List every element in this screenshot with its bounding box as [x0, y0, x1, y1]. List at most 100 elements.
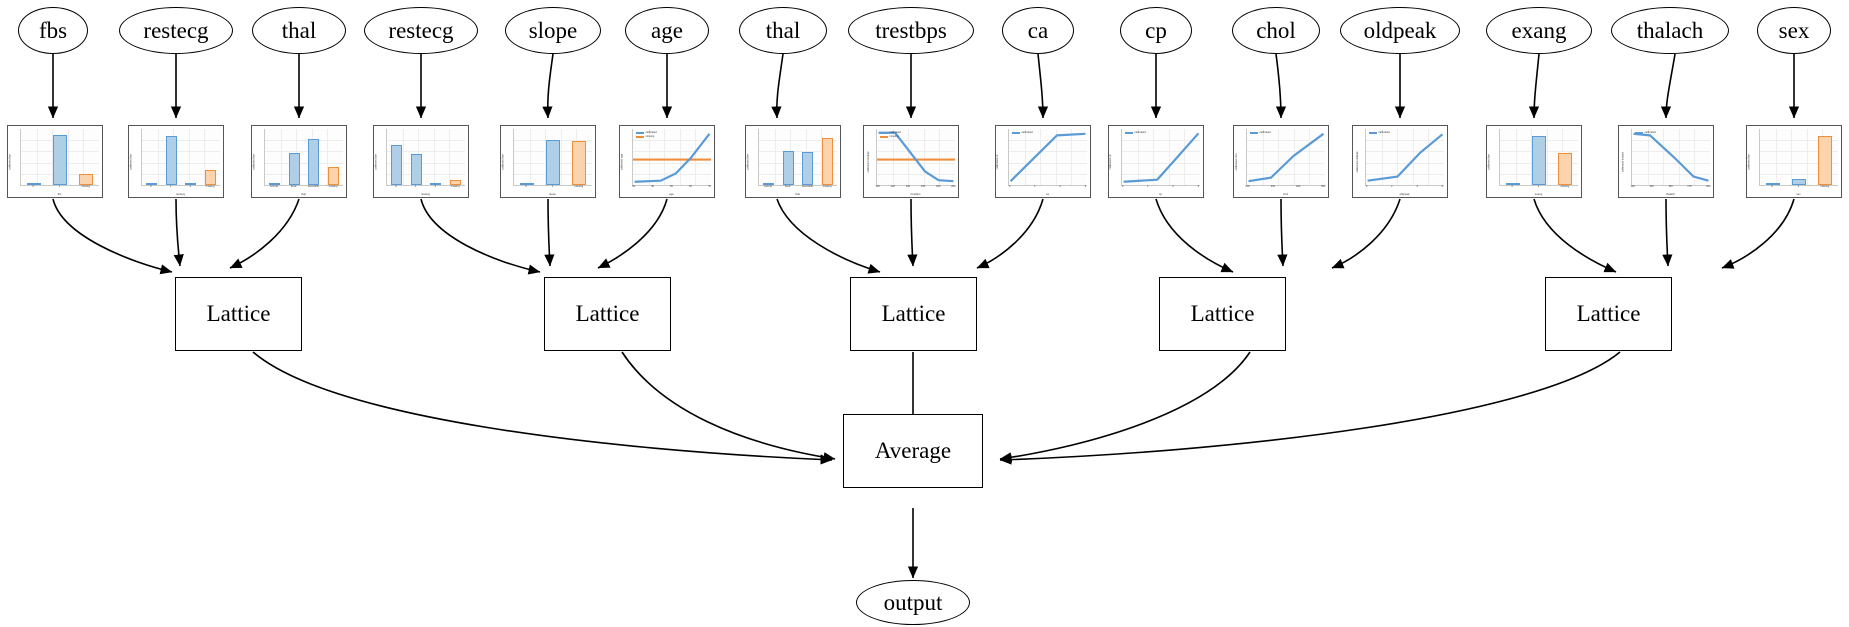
- input-node-trestbps[interactable]: trestbps: [848, 7, 974, 54]
- x-axis-label: thal: [795, 191, 800, 196]
- calibrator-panel-restecg-1[interactable]: calibrated bar1.00.80.60.40.20.0012missi…: [128, 125, 224, 198]
- input-node-label: cp: [1145, 17, 1167, 43]
- calibrator-panel-cp[interactable]: calibrated cp1.00.80.60.40.20.0calibrate…: [1108, 125, 1204, 198]
- x-axis-label: cp: [1159, 191, 1162, 196]
- x-tick-label: 1: [414, 185, 417, 188]
- plot-area: 1.00.80.60.40.20.0: [758, 129, 837, 186]
- calibrator-panel-slope[interactable]: calibrated bar1.00.80.60.40.20.001missin…: [500, 125, 596, 198]
- plot-area: 1.00.80.60.40.20.0calibrated: [1008, 129, 1087, 186]
- output-node[interactable]: output: [856, 580, 970, 625]
- x-axis-label: trestbps: [910, 191, 921, 196]
- legend-label: missing: [645, 134, 655, 138]
- calibrator-panel-chol[interactable]: calibrated chol1.00.80.60.40.20.0calibra…: [1233, 125, 1329, 198]
- calibrator-panel-thalach[interactable]: calibrated thalach1.00.80.60.40.20.0cali…: [1618, 125, 1714, 198]
- x-tick-label: 1: [169, 185, 172, 188]
- calibrator-bar: [1765, 183, 1781, 185]
- calibrator-panel-thal-1[interactable]: calibrated bar1.00.80.60.40.20.0normalfi…: [251, 125, 347, 198]
- input-node-ca[interactable]: ca: [1002, 7, 1074, 54]
- x-tick-label: 0: [525, 185, 527, 188]
- y-tick-label: 1.0: [759, 130, 836, 133]
- y-axis-label: calibrated bar: [1747, 154, 1751, 170]
- input-node-label: thalach: [1636, 17, 1704, 43]
- x-axis-label: chol: [1282, 191, 1289, 196]
- input-node-chol[interactable]: chol: [1232, 7, 1320, 54]
- x-tick-label: 0: [1008, 185, 1011, 188]
- plot-area: 1.00.80.60.40.20.0: [513, 129, 592, 186]
- x-tick-label: 120: [890, 185, 895, 188]
- input-node-thal-2[interactable]: thal: [739, 7, 827, 54]
- x-tick-label: 2: [1172, 185, 1174, 188]
- input-node-age[interactable]: age: [625, 7, 709, 54]
- plot-area: 1.00.80.60.40.20.0: [1499, 129, 1578, 186]
- x-tick-label: reversible: [307, 185, 319, 188]
- input-node-thal-1[interactable]: thal: [252, 7, 346, 54]
- input-node-label: age: [651, 17, 683, 43]
- x-tick-label: 0: [150, 185, 152, 188]
- calibrator-bar: [185, 183, 197, 185]
- plot-area: 1.00.80.60.40.20.0: [20, 129, 99, 186]
- input-node-label: restecg: [388, 17, 454, 43]
- input-node-label: sex: [1778, 17, 1810, 43]
- calibrator-panel-thal-2[interactable]: calibrated bar1.00.80.60.40.20.0normalfi…: [745, 125, 841, 198]
- x-tick-label: 160: [920, 185, 926, 188]
- y-axis-label: calibrated oldpeak: [1356, 151, 1360, 173]
- input-node-label: fbs: [38, 17, 68, 43]
- x-tick-label: 0: [1121, 185, 1124, 188]
- x-tick-label: 0: [32, 185, 34, 188]
- input-node-slope[interactable]: slope: [505, 7, 601, 54]
- lattice-node-2[interactable]: Lattice: [850, 277, 977, 351]
- calibrated-line: [635, 134, 710, 182]
- input-node-exang[interactable]: exang: [1486, 7, 1592, 54]
- plot-area: 1.00.80.60.40.20.0calibrated: [1365, 129, 1444, 186]
- input-node-fbs[interactable]: fbs: [18, 7, 88, 54]
- x-tick-label: reversible: [801, 185, 813, 188]
- x-tick-label: 500: [1321, 185, 1326, 188]
- x-tick-label: 0: [1771, 185, 1773, 188]
- plot-area: 1.00.80.60.40.20.0: [386, 129, 465, 186]
- lattice-node-1[interactable]: Lattice: [544, 277, 671, 351]
- x-tick-label: 2: [1391, 185, 1393, 188]
- y-tick-label: 1.0: [1760, 130, 1837, 133]
- x-axis-label: restecg: [420, 191, 431, 196]
- calibrator-bar: [430, 183, 442, 185]
- average-node[interactable]: Average: [843, 414, 983, 488]
- lattice-node-0[interactable]: Lattice: [175, 277, 302, 351]
- x-axis-label: restecg: [175, 191, 186, 196]
- calibrator-panel-restecg-2[interactable]: calibrated bar1.00.80.60.40.20.0012missi…: [373, 125, 469, 198]
- lattice-node-3[interactable]: Lattice: [1159, 277, 1286, 351]
- lattice-node-label: Lattice: [1190, 301, 1255, 326]
- calibrator-bar: [204, 169, 216, 185]
- x-tick-label: missing: [328, 185, 338, 188]
- input-node-oldpeak[interactable]: oldpeak: [1340, 7, 1460, 54]
- input-node-label: ca: [1027, 17, 1049, 43]
- calibrator-panel-ca[interactable]: calibrated ca1.00.80.60.40.20.0calibrate…: [995, 125, 1091, 198]
- calibrator-panel-fbs[interactable]: calibrated bar1.00.80.60.40.20.001missin…: [7, 125, 103, 198]
- y-axis-label: calibrated bar: [746, 154, 750, 170]
- input-node-thalach[interactable]: thalach: [1611, 7, 1729, 54]
- input-node-cp[interactable]: cp: [1120, 7, 1192, 54]
- x-axis-label: sex: [1796, 191, 1801, 196]
- calibrator-panel-oldpeak[interactable]: calibrated oldpeak 1.00.80.60.40.20.0cali…: [1352, 125, 1448, 198]
- x-axis-label: slope: [549, 191, 556, 196]
- calibrator-panel-exang[interactable]: calibrated bar1.00.80.60.40.20.001missin…: [1486, 125, 1582, 198]
- input-node-restecg-1[interactable]: restecg: [119, 7, 233, 54]
- calibrator-panel-trestbps[interactable]: calibrated trestbps1.00.80.60.40.20.0cal…: [863, 125, 959, 198]
- input-node-sex[interactable]: sex: [1757, 7, 1831, 54]
- legend-label: calibrated: [889, 130, 901, 134]
- lattice-node-label: Lattice: [575, 301, 640, 326]
- x-tick-label: 0: [395, 185, 397, 188]
- lattice-node-4[interactable]: Lattice: [1545, 277, 1672, 351]
- input-node-restecg-2[interactable]: restecg: [364, 7, 478, 54]
- x-tick-label: 1: [551, 185, 554, 188]
- calibrator-panel-sex[interactable]: calibrated bar1.00.80.60.40.20.001missin…: [1746, 125, 1842, 198]
- calibrator-panel-age[interactable]: calibrated age1.00.80.60.40.20.0calibrat…: [619, 125, 715, 198]
- calibrator-bar: [821, 137, 833, 185]
- y-axis-label: calibrated bar: [129, 154, 133, 170]
- plot-area: 1.00.80.60.40.20.0: [1759, 129, 1838, 186]
- calibrator-bar: [1791, 178, 1807, 185]
- calibrated-line: [879, 133, 954, 181]
